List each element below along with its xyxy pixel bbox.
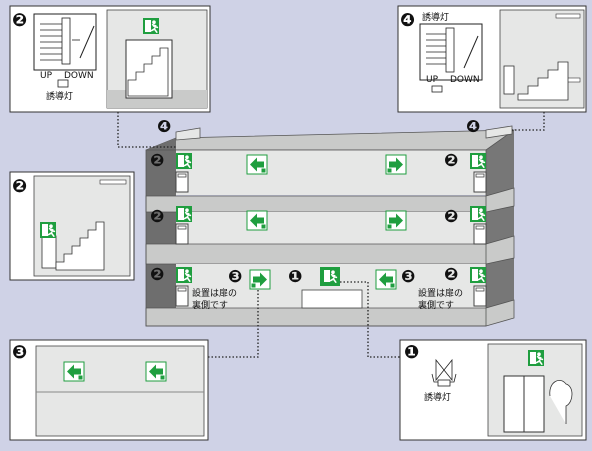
connector-top-right: [512, 112, 545, 131]
marker-3-f1-right: ❸: [401, 267, 415, 287]
floor-3-wall: [176, 150, 486, 195]
connector-bottom-left: [208, 290, 259, 358]
panel-main-entrance: 誘導灯 ❶: [399, 339, 587, 441]
install-note-left-line1: 設置は扉の: [192, 287, 237, 299]
building-roof: [145, 129, 516, 151]
panel-bl-marker: ❸: [12, 342, 27, 363]
door-f2-left: [175, 223, 189, 245]
marker-2-f3-left: ❷: [150, 151, 164, 171]
connector-bottom-right: [367, 282, 404, 358]
main-exit-person-icon: [321, 267, 339, 285]
panel-tr-light-label: 誘導灯: [422, 11, 449, 23]
exit-sign-f2-right: [469, 205, 487, 223]
marker-1-main: ❶: [288, 267, 302, 287]
panel-tr-marker: ❹: [400, 10, 415, 31]
marker-2-f2-right: ❷: [444, 207, 458, 227]
panel-tl-marker: ❷: [12, 10, 27, 31]
roof-stair-right: [485, 125, 513, 139]
floor-2-wall: [176, 212, 486, 244]
panel-bl-arrow-left-1: [63, 361, 85, 382]
arrow-left-sign-f2: [246, 210, 268, 231]
panel-tl-exit-sign: [142, 17, 160, 35]
roof-stair-left: [175, 127, 201, 141]
roof-stair-down-label: DOWN: [450, 75, 480, 85]
door-f1-left: [175, 285, 189, 307]
door-f1-right: [473, 285, 487, 307]
exit-sign-f1-right: [469, 266, 487, 284]
arrow-left-sign-f3: [246, 154, 268, 175]
exit-sign-f3-right: [469, 152, 487, 170]
exit-sign-f1-left: [175, 266, 193, 284]
stair-down-label: DOWN: [64, 71, 94, 81]
install-note-left-line2: 裏側です: [192, 299, 228, 311]
marker-2-f3-right: ❷: [444, 151, 458, 171]
connector-top-left: [117, 112, 176, 148]
door-f3-right: [473, 171, 487, 193]
arrow-right-sign-f1: [249, 269, 271, 290]
main-entrance: [301, 289, 363, 309]
exit-sign-f2-left: [175, 205, 193, 223]
panel-br-marker: ❶: [404, 342, 419, 363]
marker-4-roof-right: ❹: [466, 117, 480, 137]
building: ❷ ❷ ❷ ❷ ❷ ❷ ❸ ❸ ❶ ❹ ❹ 設置は扉の 裏側です 設置は扉の 裏…: [145, 117, 516, 327]
marker-3-f1-left: ❸: [228, 267, 242, 287]
stair-up-label: UP: [40, 71, 53, 81]
arrow-left-sign-f1: [375, 269, 397, 290]
marker-4-roof-left: ❹: [157, 117, 171, 137]
marker-2-f1-right: ❷: [444, 265, 458, 285]
panel-tl-light-label: 誘導灯: [46, 90, 73, 102]
panel-br-light-label: 誘導灯: [424, 391, 451, 403]
panel-corridor: ❸: [9, 339, 209, 441]
building-left-side: [146, 138, 176, 324]
arrow-right-sign-f2: [385, 210, 407, 231]
marker-2-f2-left: ❷: [150, 207, 164, 227]
install-note-right-line1: 設置は扉の: [418, 287, 463, 299]
panel-roof-stair: UP DOWN 誘導灯 ❹: [397, 5, 587, 113]
connector-lines: [117, 112, 545, 358]
marker-2-f1-left: ❷: [150, 265, 164, 285]
door-f2-right: [473, 223, 487, 245]
panel-br-exit-sign: [527, 349, 545, 367]
panel-ml-marker: ❷: [12, 176, 27, 197]
building-right-side: [486, 130, 514, 324]
panel-bl-arrow-left-2: [145, 361, 167, 382]
door-f3-left: [175, 171, 189, 193]
install-note-right-line2: 裏側です: [418, 299, 454, 311]
panel-ml-exit-sign: [39, 221, 57, 239]
roof-stair-up-label: UP: [426, 75, 439, 85]
panel-stair-side: ❷: [9, 171, 135, 281]
arrow-right-sign-f3: [385, 154, 407, 175]
panel-stairs-entrance: UP DOWN 誘導灯 ❷: [9, 5, 211, 113]
exit-sign-f3-left: [175, 152, 193, 170]
